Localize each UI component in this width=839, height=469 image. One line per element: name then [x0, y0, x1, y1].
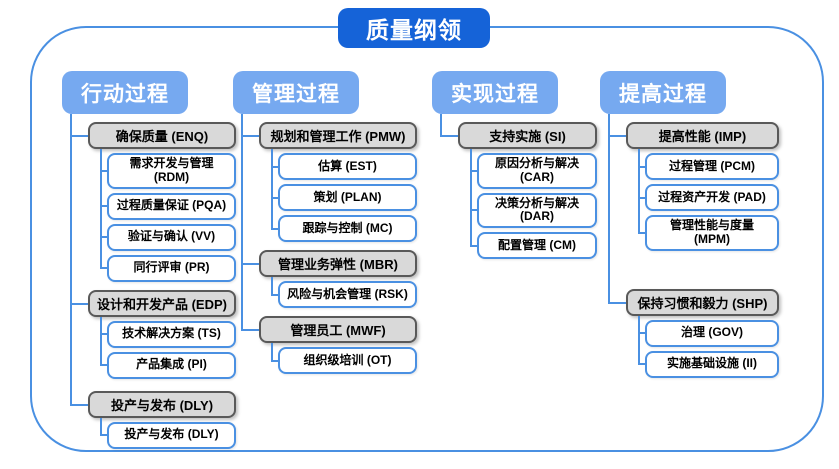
practice-list: 过程管理 (PCM) 过程资产开发 (PAD) 管理性能与度量 (MPM): [638, 149, 779, 251]
practice-item: 实施基础设施 (II): [638, 346, 779, 378]
column-header-improvement: 提高过程: [600, 71, 726, 114]
practice-item: 组织级培训 (OT): [271, 343, 417, 374]
practice-item: 风险与机会管理 (RSK): [271, 277, 417, 308]
practice-item: 策划 (PLAN): [271, 180, 417, 211]
practice-box: 决策分析与解决 (DAR): [477, 192, 597, 229]
process-group: 保持习惯和毅力 (SHP) 治理 (GOV) 实施基础设施 (II): [608, 250, 779, 378]
practice-item: 估算 (EST): [271, 149, 417, 180]
practice-item: 需求开发与管理 (RDM): [100, 149, 236, 189]
process-area-box: 保持习惯和毅力 (SHP): [626, 288, 779, 316]
practice-box: 估算 (EST): [278, 153, 417, 180]
practice-box: 验证与确认 (VV): [107, 223, 236, 251]
practice-box: 过程管理 (PCM): [645, 153, 779, 180]
process-group: 确保质量 (ENQ) 需求开发与管理 (RDM) 过程质量保证 (PQA) 验证与确认…: [70, 114, 236, 282]
practice-list: 治理 (GOV) 实施基础设施 (II): [638, 315, 779, 378]
column-groups: 确保质量 (ENQ) 需求开发与管理 (RDM) 过程质量保证 (PQA) 验证与确认…: [70, 114, 236, 449]
practice-box: 技术解决方案 (TS): [107, 320, 236, 348]
process-area-box: 管理员工 (MWF): [259, 316, 417, 343]
column-groups: 提高性能 (IMP) 过程管理 (PCM) 过程资产开发 (PAD) 管理性能与度量 …: [608, 114, 779, 378]
practice-item: 原因分析与解决 (CAR): [470, 149, 597, 189]
process-area-box: 管理业务弹性 (MBR): [259, 250, 417, 277]
practice-box: 策划 (PLAN): [278, 184, 417, 211]
process-area-box: 提高性能 (IMP): [626, 122, 779, 149]
practice-box: 过程资产开发 (PAD): [645, 184, 779, 211]
process-group: 管理员工 (MWF) 组织级培训 (OT): [241, 308, 417, 374]
practice-box: 管理性能与度量 (MPM): [645, 215, 779, 251]
tree-column-improvement: 提高过程提高性能 (IMP) 过程管理 (PCM) 过程资产开发 (PAD) 管理性能…: [600, 71, 779, 378]
practice-item: 配置管理 (CM): [470, 228, 597, 260]
practice-item: 管理性能与度量 (MPM): [638, 211, 779, 251]
tree-column-management: 管理过程规划和管理工作 (PMW) 估算 (EST) 策划 (PLAN) 跟踪与控制 …: [233, 71, 417, 374]
practice-item: 过程质量保证 (PQA): [100, 188, 236, 220]
practice-item: 投产与发布 (DLY): [100, 417, 236, 449]
practice-item: 产品集成 (PI): [100, 347, 236, 379]
practice-list: 组织级培训 (OT): [271, 343, 417, 374]
process-area-box: 设计和开发产品 (EDP): [88, 289, 236, 317]
practice-list: 技术解决方案 (TS) 产品集成 (PI): [100, 316, 236, 379]
column-header-action: 行动过程: [62, 71, 188, 114]
column-header-implementation: 实现过程: [432, 71, 558, 114]
practice-list: 投产与发布 (DLY): [100, 417, 236, 449]
practice-list: 估算 (EST) 策划 (PLAN) 跟踪与控制 (MC): [271, 149, 417, 242]
practice-item: 治理 (GOV): [638, 315, 779, 347]
practice-box: 投产与发布 (DLY): [107, 421, 236, 449]
column-groups: 规划和管理工作 (PMW) 估算 (EST) 策划 (PLAN) 跟踪与控制 (MC)…: [241, 114, 417, 374]
practice-list: 原因分析与解决 (CAR)决策分析与解决 (DAR) 配置管理 (CM): [470, 149, 597, 260]
column-groups: 支持实施 (SI) 原因分析与解决 (CAR)决策分析与解决 (DAR) 配置管理 …: [440, 114, 597, 260]
practice-item: 验证与确认 (VV): [100, 219, 236, 251]
process-area-box: 支持实施 (SI): [458, 122, 597, 149]
practice-box: 治理 (GOV): [645, 319, 779, 347]
process-group: 规划和管理工作 (PMW) 估算 (EST) 策划 (PLAN) 跟踪与控制 (MC): [241, 114, 417, 242]
practice-box: 同行评审 (PR): [107, 254, 236, 282]
practice-box: 风险与机会管理 (RSK): [278, 281, 417, 308]
practice-item: 过程管理 (PCM): [638, 149, 779, 180]
practice-item: 同行评审 (PR): [100, 250, 236, 282]
practice-list: 需求开发与管理 (RDM) 过程质量保证 (PQA) 验证与确认 (VV) 同行评审 …: [100, 149, 236, 282]
practice-box: 需求开发与管理 (RDM): [107, 153, 236, 189]
tree-column-implementation: 实现过程支持实施 (SI) 原因分析与解决 (CAR)决策分析与解决 (DAR) 配…: [432, 71, 597, 260]
practice-item: 过程资产开发 (PAD): [638, 180, 779, 211]
process-area-box: 投产与发布 (DLY): [88, 390, 236, 418]
practice-box: 实施基础设施 (II): [645, 350, 779, 378]
practice-item: 跟踪与控制 (MC): [271, 211, 417, 242]
process-group: 支持实施 (SI) 原因分析与解决 (CAR)决策分析与解决 (DAR) 配置管理 …: [440, 114, 597, 260]
process-group: 提高性能 (IMP) 过程管理 (PCM) 过程资产开发 (PAD) 管理性能与度量 …: [608, 114, 779, 251]
practice-box: 配置管理 (CM): [477, 232, 597, 260]
practice-box: 跟踪与控制 (MC): [278, 215, 417, 242]
practice-list: 风险与机会管理 (RSK): [271, 277, 417, 308]
process-group: 投产与发布 (DLY) 投产与发布 (DLY): [70, 378, 236, 449]
practice-item: 技术解决方案 (TS): [100, 316, 236, 348]
process-group: 管理业务弹性 (MBR) 风险与机会管理 (RSK): [241, 242, 417, 308]
practice-item: 决策分析与解决 (DAR): [470, 188, 597, 229]
tree-column-action: 行动过程确保质量 (ENQ) 需求开发与管理 (RDM) 过程质量保证 (PQA) 验…: [62, 71, 236, 449]
practice-box: 组织级培训 (OT): [278, 347, 417, 374]
practice-box: 过程质量保证 (PQA): [107, 192, 236, 220]
process-area-box: 确保质量 (ENQ): [88, 122, 236, 149]
practice-box: 产品集成 (PI): [107, 351, 236, 379]
process-group: 设计和开发产品 (EDP) 技术解决方案 (TS) 产品集成 (PI): [70, 281, 236, 379]
practice-box: 原因分析与解决 (CAR): [477, 153, 597, 189]
column-header-management: 管理过程: [233, 71, 359, 114]
diagram-root-title: 质量纲领: [338, 8, 490, 48]
process-area-box: 规划和管理工作 (PMW): [259, 122, 417, 149]
